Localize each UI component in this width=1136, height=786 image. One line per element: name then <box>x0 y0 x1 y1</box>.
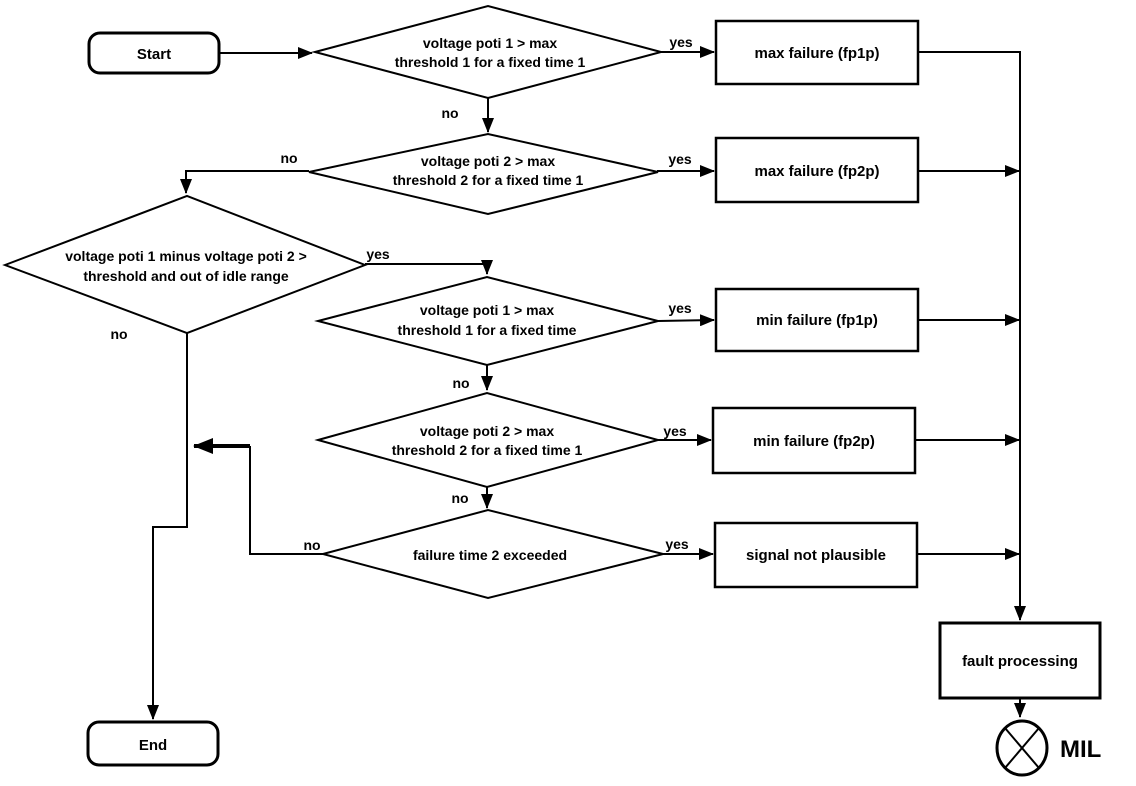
d6-no-label: no <box>303 537 320 553</box>
decision-poti1-max-line1: voltage poti 1 > max <box>423 35 557 51</box>
d4-no-label: no <box>452 375 469 391</box>
decision-poti2-min-node <box>314 391 662 489</box>
decision-poti2-max-threshold2-node <box>308 132 659 216</box>
edge-d2-no-to-d3 <box>180 170 309 194</box>
signal-not-plausible-label: signal not plausible <box>746 547 886 564</box>
decision-failure-time2-label: failure time 2 exceeded <box>413 547 567 563</box>
decision-poti2-min-line1: voltage poti 2 > max <box>420 423 554 439</box>
d5-yes-label: yes <box>663 423 687 439</box>
decision-failure-time2-node <box>319 508 664 600</box>
signal-not-plausible-node <box>713 521 919 589</box>
edge-b1-to-fault-processing <box>918 51 1026 621</box>
end-label: End <box>139 737 167 754</box>
decision-poti1-max-threshold1-node <box>311 4 665 100</box>
max-failure-fp2p-label: max failure (fp2p) <box>754 163 879 180</box>
fault-processing-node <box>938 621 1102 700</box>
d2-yes-label: yes <box>668 151 692 167</box>
end-node <box>86 720 220 767</box>
d6-yes-label: yes <box>665 536 689 552</box>
decision-poti2-max-line2: threshold 2 for a fixed time 1 <box>393 172 584 188</box>
d1-no-label: no <box>441 105 458 121</box>
min-failure-fp2p-label: min failure (fp2p) <box>753 433 875 450</box>
mil-lamp-cross <box>1004 727 1040 769</box>
d5-no-label: no <box>451 490 468 506</box>
min-failure-fp1p-node <box>714 287 920 353</box>
d1-yes-label: yes <box>669 34 693 50</box>
edge-d6-no-return <box>249 446 323 555</box>
decision-poti-difference-node <box>2 194 368 335</box>
decision-poti1-min-line2: threshold 1 for a fixed time <box>398 322 577 338</box>
decision-poti1-min-line1: voltage poti 1 > max <box>420 302 554 318</box>
decision-poti2-min-line2: threshold 2 for a fixed time 1 <box>392 442 583 458</box>
mil-lamp-icon <box>995 719 1049 777</box>
d4-yes-label: yes <box>668 300 692 316</box>
decision-poti1-min-node <box>314 275 659 367</box>
min-failure-fp1p-label: min failure (fp1p) <box>756 312 878 329</box>
decision-poti1-max-line2: threshold 1 for a fixed time 1 <box>395 54 586 70</box>
d3-no-label: no <box>110 326 127 342</box>
d3-yes-label: yes <box>366 246 390 262</box>
decision-poti-difference-line1: voltage poti 1 minus voltage poti 2 > <box>65 248 307 264</box>
decision-poti2-max-line1: voltage poti 2 > max <box>421 153 555 169</box>
edge-d4-yes-to-b3 <box>657 314 715 327</box>
mil-label: MIL <box>1060 736 1101 763</box>
edge-d3-no-to-end <box>147 333 188 720</box>
max-failure-fp1p-label: max failure (fp1p) <box>754 45 879 62</box>
max-failure-fp2p-node <box>714 136 920 204</box>
start-node <box>87 31 221 75</box>
edge-d3-yes-to-d4 <box>365 260 493 275</box>
start-label: Start <box>137 46 171 63</box>
decision-poti-difference-line2: threshold and out of idle range <box>83 268 289 284</box>
min-failure-fp2p-node <box>711 406 917 475</box>
fault-processing-label: fault processing <box>962 653 1078 670</box>
d2-no-label: no <box>280 150 297 166</box>
max-failure-fp1p-node <box>714 19 920 86</box>
